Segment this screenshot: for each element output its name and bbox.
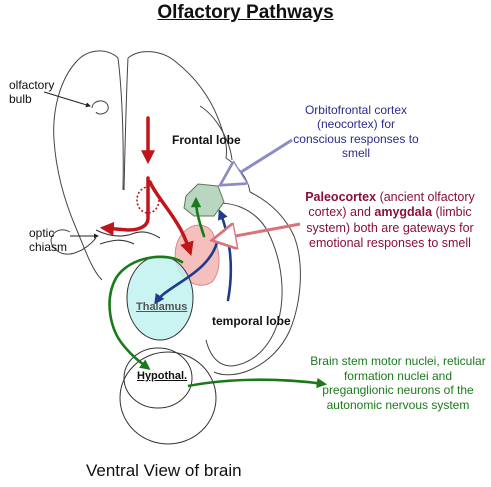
optic-chiasm-label-text: optic chiasm	[29, 226, 68, 255]
paleocortex-callout-arrow	[214, 222, 301, 240]
temporal-lobe-shape	[205, 202, 283, 367]
olfactory-bulb-label: olfactory bulb	[9, 78, 54, 106]
temporal-lobe-label: temporal lobe	[212, 314, 291, 328]
thalamus-label: Thalamus	[136, 301, 188, 313]
paleocortex-text-1: (ancient olfactory cortex) and	[308, 190, 475, 220]
amygdala-term: amygdala	[374, 205, 433, 220]
brainstem-path	[187, 377, 328, 389]
paleocortex-text-2: (limbic system) both are gateways for em…	[306, 205, 474, 250]
olfactory-bulb-pointer	[43, 91, 91, 108]
olfactory-bulb-shape	[91, 100, 109, 115]
thalamic-path	[154, 209, 233, 305]
footer-caption: Ventral View of brain	[86, 461, 242, 480]
orbitofrontal-annotation: Orbitofrontal cortex (neocortex) for con…	[293, 103, 419, 161]
brainstem-circle	[119, 351, 217, 445]
orbitofrontal-callout-arrow	[222, 138, 293, 184]
paleocortex-term: Paleocortex	[305, 190, 377, 204]
frontal-lobe-label: Frontal lobe	[172, 133, 241, 147]
olfactory-tract-path	[99, 116, 194, 256]
optic-chiasm-shape	[95, 229, 161, 245]
hypothalamus-shape	[123, 347, 193, 409]
hypothalamus-label: Hypothal.	[137, 370, 188, 382]
optic-chiasm-label: optic chiasm	[29, 226, 67, 254]
page-title: Olfactory Pathways	[157, 2, 334, 23]
paleocortex-annotation: Paleocortex (ancient olfactory cortex) a…	[296, 190, 484, 251]
olfactory-bulb-label-text: olfactory bulb	[9, 78, 55, 107]
brain-outline	[50, 50, 301, 376]
brainstem-annotation: Brain stem motor nuclei, reticular forma…	[310, 354, 486, 412]
orbitofrontal-region	[183, 183, 225, 217]
orbitofrontal-path	[108, 196, 206, 370]
